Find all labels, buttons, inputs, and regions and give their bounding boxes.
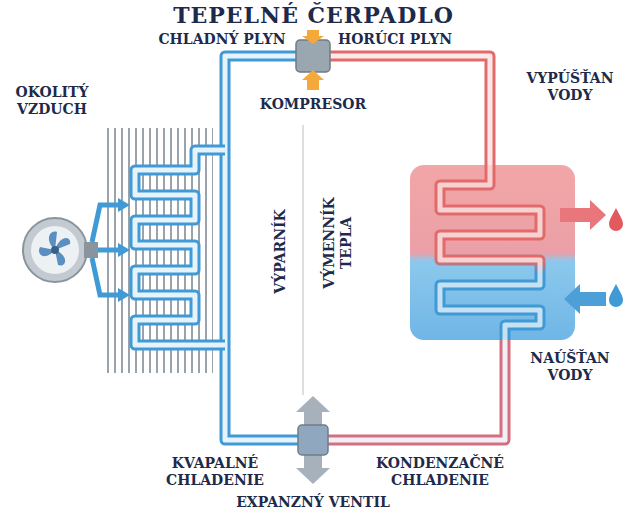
- water-in-arrow: [564, 284, 606, 314]
- part-name: EXPANZNÝ VENTIL: [213, 494, 413, 511]
- cold-pipe: [135, 56, 298, 440]
- water-label: NAÚŠŤAN VODY: [518, 350, 622, 384]
- air-flow: [92, 205, 118, 295]
- cooling-label: KVAPALNÉ CHLADENIE: [156, 455, 274, 489]
- expansion-valve: [296, 396, 330, 484]
- water-label: VYPÚŠŤAN VODY: [518, 70, 622, 104]
- water-out-arrow: [560, 200, 606, 230]
- gas-label: HORÚCI PLYN: [335, 31, 455, 48]
- cooling-label: KONDENZAČNÉ CHLADENIE: [365, 455, 515, 489]
- air-label: OKOLITÝ VZDUCH: [5, 84, 99, 118]
- part-name: VÝMENNÍK TEPLA: [321, 193, 355, 293]
- part-name: KOMPRESOR: [253, 96, 373, 113]
- gas-label: CHLADNÝ PLYN: [157, 31, 287, 48]
- part-name: VÝPARNÍK: [272, 196, 289, 306]
- water-tank: [410, 165, 575, 340]
- fan: [23, 218, 98, 282]
- title: TEPELNÉ ČERPADLO: [0, 2, 627, 28]
- compressor: [296, 40, 330, 72]
- condenser-coil: [440, 165, 540, 340]
